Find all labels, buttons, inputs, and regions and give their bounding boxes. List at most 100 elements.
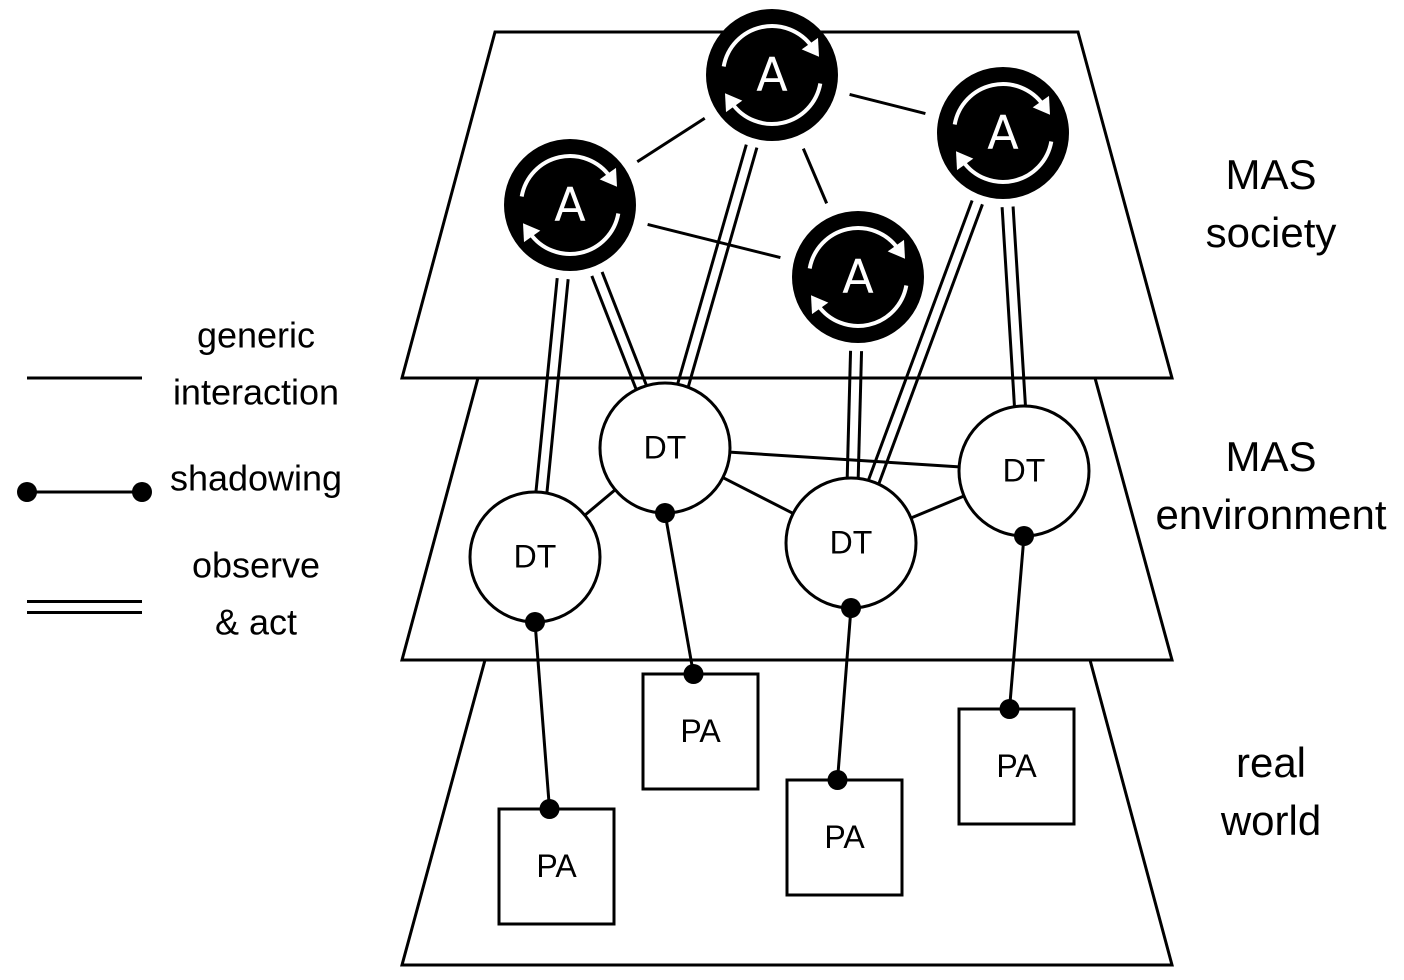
observe-act-line [686,147,759,388]
cycle-arc-bottom [730,83,823,126]
observe-act-line [1011,206,1027,406]
physical-asset-pa3: PA [785,778,904,897]
agent-a1: A [504,139,636,271]
digital-twin-label: DT [514,538,557,574]
cycle-arc-bottom [816,285,909,328]
cycle-arrowhead-top [1032,95,1050,115]
cycle-arrowhead-bottom [811,295,829,315]
cycle-arrowhead-top [887,239,905,259]
observe-act-line [1000,207,1016,407]
physical-asset-pa1: PA [497,807,616,926]
cycle-arrows-icon [519,154,621,256]
agent-label: A [987,106,1019,160]
layer-label-society: MAS [1225,151,1316,198]
observe-act-edge [867,199,984,485]
agent-circle [706,9,838,141]
cycle-arrowhead-bottom [956,151,974,171]
digital-twin-label: DT [1003,452,1046,488]
observe-act-line [600,271,648,387]
legend-shadowing-dot [17,482,37,502]
agent-label: A [842,250,874,304]
layer-label-environment: environment [1155,491,1386,538]
legend-label: observe [192,545,320,586]
observe-act-line [856,351,864,479]
agent-circle [504,139,636,271]
generic-interaction-edge [583,488,617,517]
layer-label-real-world: real [1236,739,1306,786]
cycle-arrows-icon [952,82,1054,184]
observe-act-line [845,350,853,478]
physical-asset-label: PA [996,748,1037,784]
physical-asset-pa2: PA [641,672,760,791]
digital-twin-dt2: DT [598,381,732,515]
nodes: PA PA PA PA DT DT DT DT A A A A [468,9,1091,926]
cycle-arc-bottom [961,141,1054,184]
shadowing-dot [525,612,545,632]
edges [533,93,1027,810]
digital-twin-dt4: DT [957,404,1091,538]
cycle-arc-top [807,226,900,269]
observe-act-edge [590,271,648,391]
layer-label-environment: MAS [1225,433,1316,480]
shadowing-edge [533,621,551,810]
physical-asset-pa4: PA [957,707,1076,826]
agent-circle [937,67,1069,199]
legend: generic interaction shadowing observe & act [17,315,342,643]
generic-interaction-edge [729,450,960,469]
agent-a4: A [792,211,924,343]
legend-item-shadowing: shadowing [17,458,342,502]
cycle-arrowhead-bottom [725,93,743,113]
shadowing-line [1008,535,1026,710]
digital-twin-label: DT [644,429,687,465]
cycle-arrowhead-top [599,167,617,187]
cycle-arc-top [952,82,1045,125]
shadowing-dot [655,503,675,523]
physical-asset-label: PA [680,713,721,749]
shadowing-dot [1014,526,1034,546]
layer-label-society: society [1206,209,1337,256]
digital-twin-label: DT [830,524,873,560]
legend-label: interaction [173,372,339,413]
shadowing-line [836,607,853,781]
cycle-arrows-icon [721,24,823,126]
shadowing-edge [1008,535,1026,710]
legend-item-observe-act: observe & act [27,545,320,643]
cycle-arc-top [721,24,814,67]
digital-twin-dt3: DT [784,476,918,610]
observe-act-line [545,279,570,494]
cycle-arrowhead-bottom [523,223,541,243]
shadowing-dot [683,664,704,684]
shadowing-dot [841,598,861,618]
agent-label: A [756,48,788,102]
physical-asset-box [957,707,1076,826]
observe-act-line [676,144,748,385]
agent-label: A [554,178,586,232]
agent-a3: A [937,67,1069,199]
observe-act-edge [1000,206,1027,407]
generic-interaction-edge [647,222,781,260]
digital-twin-dt1: DT [468,490,602,624]
legend-label: generic [197,315,315,356]
legend-shadowing-dot [132,482,152,502]
agent-circle [792,211,924,343]
legend-label: & act [215,602,297,643]
physical-asset-label: PA [536,848,577,884]
generic-interaction-edge [722,476,794,515]
physical-asset-box [641,672,760,791]
generic-interaction-edge [910,494,965,520]
observe-act-line [867,199,974,481]
observe-act-edge [534,277,570,494]
shadowing-edge [663,512,695,675]
cycle-arrows-icon [807,226,909,328]
generic-interaction-edge [849,93,926,115]
legend-label: shadowing [170,458,342,499]
observe-act-line [877,203,984,485]
observe-act-line [590,275,638,391]
cycle-arc-top [519,154,612,197]
legend-item-generic-interaction: generic interaction [27,315,339,413]
physical-asset-box [497,807,616,926]
shadowing-dot [999,699,1020,719]
generic-interaction-edge [801,148,829,204]
